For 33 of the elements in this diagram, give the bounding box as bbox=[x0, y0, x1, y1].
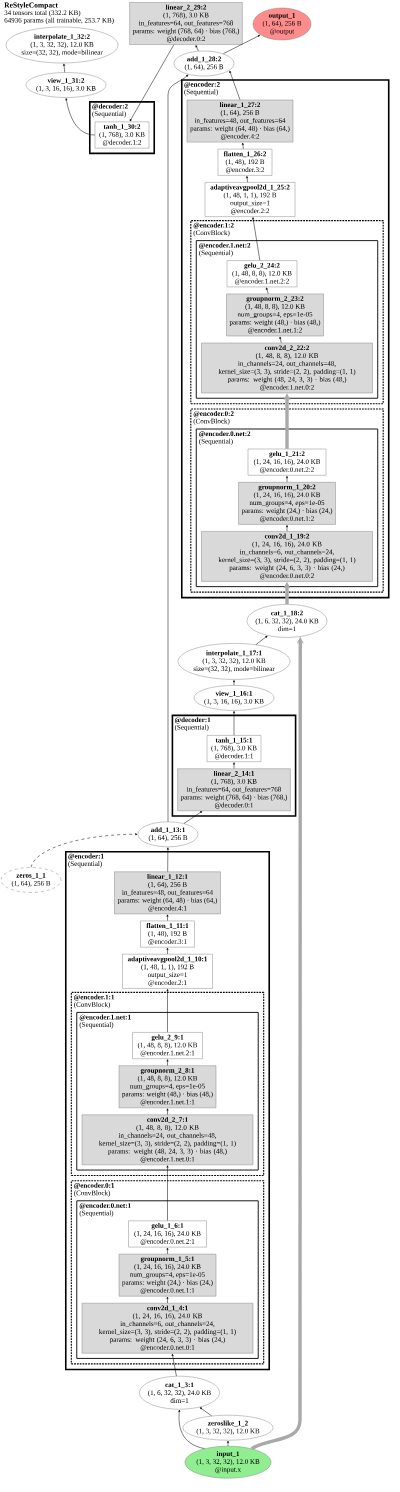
arrow bbox=[246, 176, 249, 183]
arrow bbox=[233, 680, 235, 686]
arrow bbox=[233, 711, 235, 736]
arrow bbox=[166, 1108, 169, 1115]
arrow bbox=[171, 1353, 177, 1377]
arrow bbox=[286, 475, 288, 483]
arrow bbox=[233, 762, 235, 769]
arrow bbox=[178, 1409, 205, 1449]
arrow bbox=[166, 947, 169, 955]
arrow bbox=[166, 847, 169, 872]
arrow bbox=[166, 1165, 169, 1221]
arrow bbox=[183, 811, 203, 824]
arrow bbox=[166, 989, 169, 1033]
arrow bbox=[266, 287, 269, 294]
arrow bbox=[279, 336, 282, 344]
arrow bbox=[166, 1059, 169, 1066]
arrow bbox=[166, 914, 169, 921]
arrow bbox=[252, 217, 261, 261]
arrow bbox=[255, 635, 268, 645]
arrow bbox=[229, 70, 241, 101]
arrow bbox=[63, 63, 66, 73]
arrow bbox=[195, 45, 199, 52]
arrow bbox=[129, 44, 175, 122]
arrow bbox=[199, 1407, 212, 1417]
arrow bbox=[166, 1296, 169, 1304]
arrow bbox=[227, 1440, 229, 1447]
arrow bbox=[223, 35, 261, 54]
dashed-arrow bbox=[30, 833, 138, 868]
arrow bbox=[65, 98, 95, 136]
arrow bbox=[241, 142, 244, 150]
arrow bbox=[286, 525, 288, 532]
arrow bbox=[167, 74, 189, 822]
arrow bbox=[166, 1247, 169, 1255]
